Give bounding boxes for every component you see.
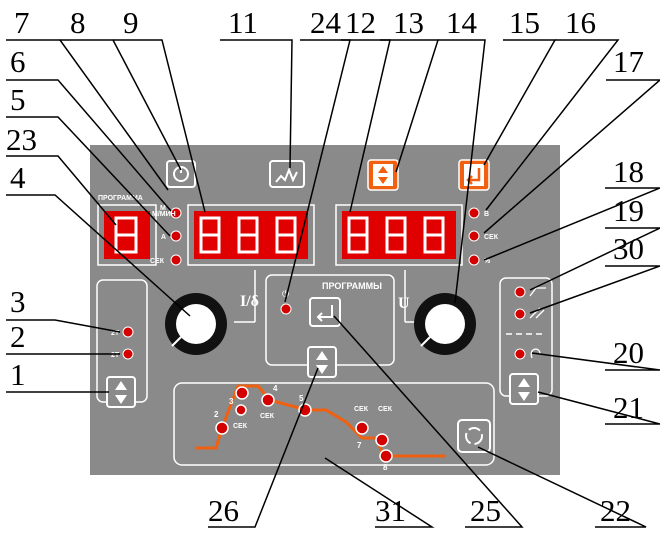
updown-arrows-icon — [378, 166, 388, 173]
seq-sec-2: СЕК — [260, 413, 275, 420]
svg-text:⏻: ⏻ — [282, 289, 289, 299]
voltage-symbol: U — [398, 295, 410, 312]
callout-31: 31 — [375, 493, 406, 528]
callout-20: 20 — [613, 335, 644, 370]
led-20 — [514, 348, 526, 360]
callout-25: 25 — [470, 493, 501, 528]
updown-arrows-icon — [518, 378, 530, 401]
callout-3: 3 — [10, 284, 26, 319]
cycle-icon — [465, 427, 483, 445]
unit-percent: % — [484, 258, 491, 265]
voltage-knob[interactable] — [414, 293, 476, 355]
unit-sec-right: СЕК — [484, 234, 499, 241]
enter-icon — [466, 168, 481, 185]
callout-7: 7 — [14, 5, 30, 40]
callout-2: 2 — [10, 319, 26, 354]
seq-label-5: 5 — [299, 394, 304, 403]
callout-4: 4 — [10, 160, 26, 195]
callout-9: 9 — [123, 5, 139, 40]
unit-m: М — [160, 205, 166, 212]
seq-label-7: 7 — [357, 441, 362, 450]
arc-mode-button[interactable] — [269, 160, 305, 188]
sequence-select-button[interactable] — [307, 346, 337, 378]
led-2t — [122, 348, 134, 360]
arc-wave-icon — [275, 167, 298, 183]
unit-mmin: М/МИН — [152, 211, 176, 218]
led-19 — [514, 286, 526, 298]
cycle-button[interactable] — [457, 419, 491, 453]
callout-26: 26 — [208, 493, 239, 528]
mode-select-button-right[interactable] — [509, 373, 539, 405]
callout-8: 8 — [70, 5, 86, 40]
updown-orange-button[interactable] — [367, 159, 399, 191]
unit-sec-left: СЕК — [150, 258, 165, 265]
unit-v: В — [484, 211, 489, 218]
programs-enter-button[interactable] — [309, 297, 341, 327]
voltage-display — [335, 204, 463, 266]
callout-23: 23 — [6, 122, 37, 157]
callout-11: 11 — [228, 5, 258, 40]
callout-30: 30 — [613, 231, 644, 266]
callout-12: 12 — [345, 5, 376, 40]
callout-24: 24 — [310, 5, 342, 40]
callout-18: 18 — [613, 154, 644, 189]
seq-sec-1: СЕК — [233, 423, 248, 430]
callout-6: 6 — [10, 44, 26, 79]
callout-5: 5 — [10, 82, 26, 117]
updown-arrows-icon — [316, 351, 328, 374]
current-knob[interactable] — [165, 293, 227, 355]
enter-icon — [316, 305, 333, 322]
callout-13: 13 — [393, 5, 424, 40]
led-24 — [280, 303, 292, 315]
led-4t — [122, 326, 134, 338]
callout-15: 15 — [509, 5, 540, 40]
callout-14: 14 — [446, 5, 478, 40]
callout-19: 19 — [613, 193, 644, 228]
seq-label-8: 8 — [383, 463, 388, 472]
seq-label-3: 3 — [229, 397, 234, 406]
sequence-box: 2 3 4 5 7 8 СЕК СЕК СЕК СЕК — [173, 346, 495, 472]
seq-sec-4: СЕК — [378, 406, 393, 413]
callout-1: 1 — [10, 357, 26, 392]
unit-a: А — [161, 234, 166, 241]
seq-label-4: 4 — [273, 384, 278, 393]
seq-label-2: 2 — [214, 410, 219, 419]
led-2t-label: 2T — [111, 352, 120, 359]
programs-button-label: ПРОГРАММЫ — [322, 281, 382, 291]
unit-leds-left: М М/МИН А СЕК — [150, 205, 182, 266]
mode-select-button-left[interactable] — [106, 376, 136, 408]
mode-box-right — [499, 277, 553, 405]
callout-21: 21 — [613, 390, 644, 425]
callout-lines — [6, 39, 660, 528]
callout-17: 17 — [613, 44, 644, 79]
updown-arrows-icon — [115, 381, 127, 404]
callout-22: 22 — [600, 493, 631, 528]
callout-16: 16 — [565, 5, 596, 40]
programs-title: ПРОГРАММА — [98, 195, 143, 202]
unit-leds-right: В СЕК % — [468, 207, 499, 266]
seq-sec-3: СЕК — [354, 406, 369, 413]
led-30 — [514, 308, 526, 320]
mode-box-left: 2T 2T — [96, 279, 148, 408]
current-display — [187, 204, 315, 266]
current-symbol: I/δ — [240, 293, 259, 310]
led-21-left-label: 2T — [111, 330, 120, 337]
